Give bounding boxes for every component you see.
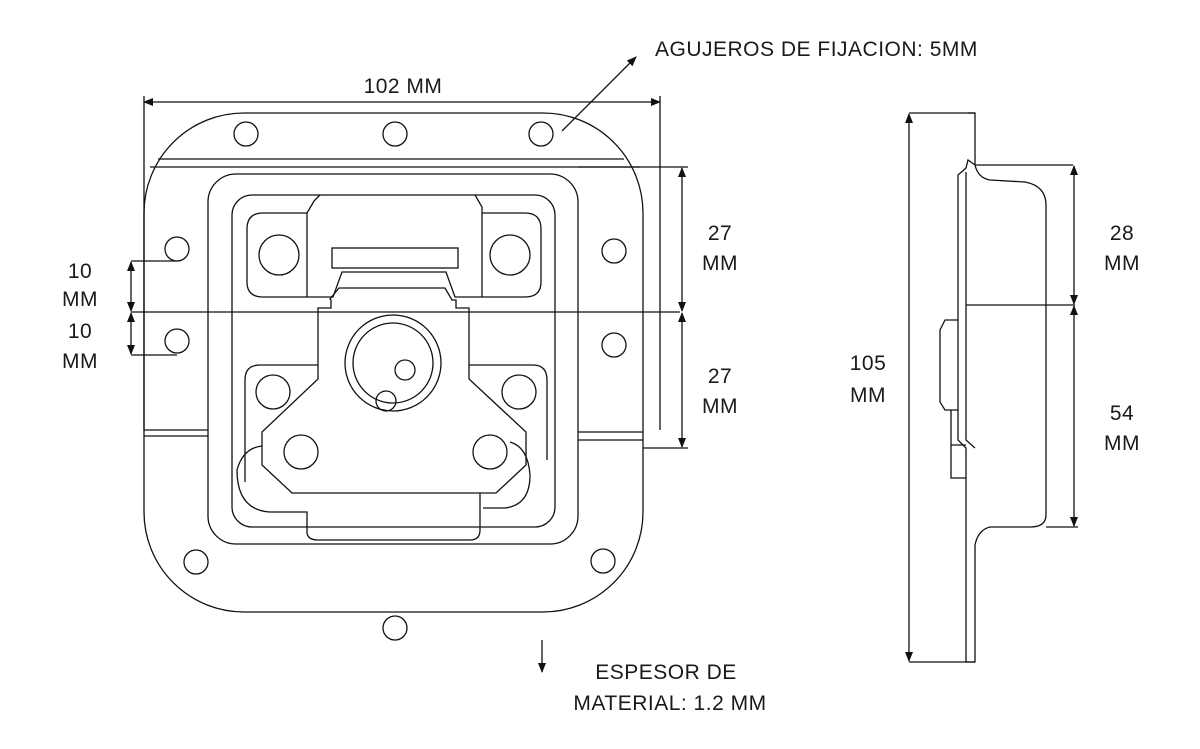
dim-value: 10	[68, 260, 92, 283]
thickness-label: ESPESOR DE	[595, 661, 737, 684]
lock-cylinder-inner	[352, 322, 434, 404]
mounting-hole	[233, 121, 259, 147]
holes-leader-arrow	[561, 56, 637, 132]
mounting-hole	[601, 332, 627, 358]
latch-hook	[307, 271, 482, 298]
lock-cylinder-outer	[344, 314, 442, 412]
dim-unit: MM	[702, 395, 738, 418]
keeper-ear-left	[246, 212, 307, 298]
lower-pocket	[244, 364, 548, 482]
dim-unit: MM	[1104, 432, 1140, 455]
mounting-hole	[164, 328, 190, 354]
mounting-hole	[590, 548, 616, 574]
mounting-hole	[528, 121, 554, 147]
mounting-hole	[164, 236, 190, 262]
dim-value: 105	[850, 352, 887, 375]
side-handle	[950, 410, 966, 479]
latch-hole	[283, 434, 319, 470]
side-latch-body	[939, 319, 958, 411]
pocket-hole	[255, 374, 291, 410]
dim-value: 10	[68, 320, 92, 343]
dim-value: 27	[708, 365, 732, 388]
recessed-dish	[207, 173, 579, 545]
thickness-label: MATERIAL: 1.2 MM	[573, 692, 766, 715]
dim-unit: MM	[850, 384, 886, 407]
keeper-hole	[258, 234, 300, 276]
dim-unit: MM	[62, 288, 98, 311]
inner-dish	[231, 194, 556, 528]
mounting-hole	[382, 121, 408, 147]
front-view: 102 MM AGUJEROS DE FIJACION: 5MM	[62, 38, 978, 715]
side-inner-wall	[965, 172, 976, 449]
dim-unit: MM	[702, 252, 738, 275]
mounting-hole	[183, 549, 209, 575]
keeper-body	[306, 194, 483, 297]
mounting-plate	[143, 112, 644, 613]
latch-plate	[261, 287, 527, 494]
pocket-hole	[501, 374, 537, 410]
dim-value: 54	[1110, 402, 1134, 425]
keeper-ear-right	[482, 212, 542, 298]
side-view: 105 MM 28 MM 54 MM	[850, 112, 1140, 663]
mounting-hole	[601, 238, 627, 264]
dim-unit: MM	[62, 350, 98, 373]
keeper-slot	[331, 247, 459, 269]
width-label: 102 MM	[364, 75, 443, 98]
lock-pin	[375, 390, 397, 412]
keeper-hole	[489, 234, 531, 276]
lock-pin	[394, 359, 416, 381]
latch-hole	[472, 434, 508, 470]
mounting-holes	[164, 121, 627, 641]
dim-value: 28	[1110, 222, 1134, 245]
dim-value: 27	[708, 222, 732, 245]
mounting-hole	[382, 615, 408, 641]
dim-unit: MM	[1104, 252, 1140, 275]
latch-handle	[236, 441, 531, 541]
side-profile	[957, 112, 1073, 663]
holes-label: AGUJEROS DE FIJACION: 5MM	[655, 38, 978, 61]
